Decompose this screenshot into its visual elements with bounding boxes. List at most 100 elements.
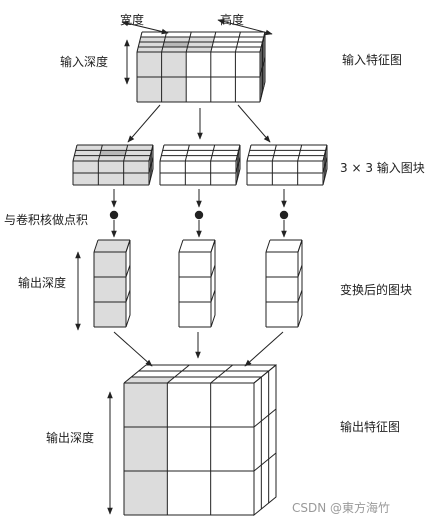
- shaded-cell: [98, 161, 124, 173]
- output-depth-label-top: 输出深度: [18, 276, 67, 290]
- shaded-cell: [124, 427, 168, 471]
- width-arrow-icon: [121, 20, 169, 35]
- grid-line: [72, 144, 78, 162]
- shaded-cell: [75, 145, 103, 151]
- output-column-middle: [178, 239, 216, 328]
- shaded-cell: [124, 377, 175, 383]
- grid-line: [253, 452, 277, 472]
- side-face: [253, 363, 277, 517]
- grid-line: [93, 239, 99, 253]
- shaded-cell: [161, 52, 187, 77]
- shaded-cell: [94, 277, 126, 302]
- grid-line: [123, 144, 129, 162]
- grid-line: [265, 239, 271, 253]
- grid-line: [148, 156, 154, 174]
- shaded-cell: [186, 47, 212, 52]
- shaded-cell: [139, 37, 166, 42]
- grid-line: [210, 144, 216, 162]
- arrow-icon: [113, 331, 153, 367]
- output-column-left: [93, 239, 131, 328]
- shaded-cell: [137, 77, 162, 102]
- grid-line: [178, 239, 184, 253]
- shaded-cell: [123, 161, 149, 173]
- grid-line: [297, 289, 303, 303]
- input-feature-map-label: 输入特征图: [342, 53, 403, 67]
- grid-line: [246, 144, 252, 162]
- grid-line: [210, 289, 216, 303]
- shaded-cell: [123, 173, 149, 185]
- top-face: [247, 145, 327, 161]
- grid-line: [235, 156, 241, 174]
- grid-line: [297, 264, 303, 278]
- patch-cube-left: [72, 144, 154, 186]
- dot-product-label: 与卷积核做点积: [4, 213, 89, 227]
- shaded-cell: [126, 145, 153, 151]
- shaded-cell: [101, 145, 128, 151]
- shaded-cell: [187, 42, 214, 47]
- shaded-cell: [73, 161, 99, 173]
- dot-product-icon: [279, 210, 289, 220]
- patch-3x3-label: 3 × 3 输入图块: [340, 161, 425, 175]
- dot-product-icon: [109, 210, 119, 220]
- top-face: [179, 240, 215, 252]
- dot-product-icon: [194, 210, 204, 220]
- arrow-icon: [244, 331, 284, 367]
- grid-line: [322, 156, 328, 174]
- grid-line: [97, 144, 103, 162]
- shaded-cell: [138, 42, 165, 47]
- grid-line: [123, 364, 147, 384]
- shaded-cell: [99, 150, 127, 156]
- top-face: [160, 145, 240, 161]
- arrow-icon: [127, 104, 161, 143]
- grid-line: [253, 408, 277, 428]
- grid-line: [210, 264, 216, 278]
- shaded-cell: [188, 37, 215, 42]
- shaded-cell: [137, 47, 163, 52]
- shaded-cell: [137, 52, 162, 77]
- shaded-cell: [74, 150, 101, 156]
- shaded-cell: [161, 77, 187, 102]
- output-feature-map-label: 输出特征图: [340, 420, 401, 434]
- cube-shapes: [72, 31, 328, 517]
- output-depth-label-bottom: 输出深度: [46, 431, 95, 445]
- height-label: 高度: [220, 13, 245, 27]
- grid-line: [259, 56, 266, 78]
- grid-line: [167, 364, 190, 384]
- width-label: 宽度: [120, 13, 145, 27]
- grid-line: [125, 264, 131, 278]
- shaded-cell: [124, 383, 168, 427]
- side-face: [125, 239, 131, 328]
- shaded-cell: [98, 155, 125, 161]
- shaded-cell: [94, 240, 130, 252]
- arrow-icon: [237, 104, 271, 143]
- shaded-cell: [123, 155, 151, 161]
- shaded-cell: [125, 150, 152, 156]
- height-arrow-icon: [217, 18, 273, 36]
- shaded-cell: [94, 302, 126, 327]
- input-depth-label: 输入深度: [60, 55, 109, 69]
- shaded-cell: [73, 155, 100, 161]
- shaded-cell: [161, 47, 188, 52]
- top-face: [266, 240, 302, 252]
- patch-cube-middle: [159, 144, 241, 186]
- shaded-cell: [94, 252, 126, 277]
- front-face: [266, 252, 298, 327]
- grid-line: [159, 144, 165, 162]
- front-face: [179, 252, 211, 327]
- side-face: [297, 239, 303, 328]
- patch-cube-right: [246, 144, 328, 186]
- shaded-cell: [124, 471, 168, 515]
- shaded-cell: [164, 37, 190, 42]
- grid-line: [184, 144, 190, 162]
- shaded-cell: [73, 173, 99, 185]
- output-feature-map-cube: [123, 363, 277, 517]
- grid-line: [210, 364, 233, 384]
- shaded-cell: [98, 173, 124, 185]
- output-column-right: [265, 239, 303, 328]
- shaded-cell: [162, 42, 189, 47]
- arrows: [75, 18, 289, 515]
- grid-line: [125, 289, 131, 303]
- grid-line: [297, 144, 303, 162]
